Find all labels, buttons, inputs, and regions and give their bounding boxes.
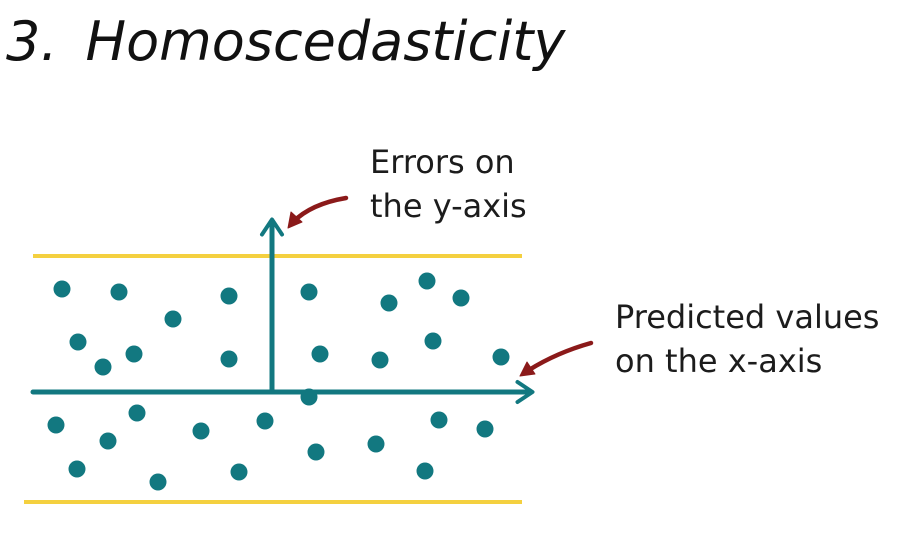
dot	[416, 462, 434, 480]
dot	[367, 435, 385, 453]
dot	[125, 345, 143, 363]
dot	[311, 345, 329, 363]
title-text: Homoscedasticity	[85, 10, 566, 73]
dot	[94, 358, 112, 376]
dot	[192, 422, 210, 440]
scatter-dots	[47, 272, 510, 491]
dot	[220, 350, 238, 368]
dot	[47, 416, 65, 434]
dot	[220, 287, 238, 305]
x-axis-annotation-line-1: Predicted values	[615, 298, 880, 336]
dot	[53, 280, 71, 298]
pointer-arrow-x	[519, 340, 594, 377]
dot	[68, 460, 86, 478]
dot	[492, 348, 510, 366]
dot	[371, 351, 389, 369]
slide-title: 3. Homoscedasticity	[6, 2, 565, 82]
dot	[307, 443, 325, 461]
x-axis-annotation-line-2: on the x-axis	[615, 342, 823, 380]
pointer-arrow-y	[287, 195, 349, 229]
dot	[256, 412, 274, 430]
dot	[110, 283, 128, 301]
dot	[164, 310, 182, 328]
y-axis-annotation: Errors on the y-axis	[370, 140, 527, 228]
dot	[300, 283, 318, 301]
dot	[128, 404, 146, 422]
x-axis-annotation: Predicted values on the x-axis	[615, 295, 879, 383]
dot	[380, 294, 398, 312]
y-axis-annotation-line-2: the y-axis	[370, 187, 527, 225]
dot	[149, 473, 167, 491]
title-number: 3.	[6, 10, 58, 73]
dot	[476, 420, 494, 438]
dot	[418, 272, 436, 290]
dot	[69, 333, 87, 351]
y-axis-annotation-line-1: Errors on	[370, 143, 515, 181]
dot	[424, 332, 442, 350]
dot	[99, 432, 117, 450]
dot	[452, 289, 470, 307]
dot	[430, 411, 448, 429]
dot	[230, 463, 248, 481]
